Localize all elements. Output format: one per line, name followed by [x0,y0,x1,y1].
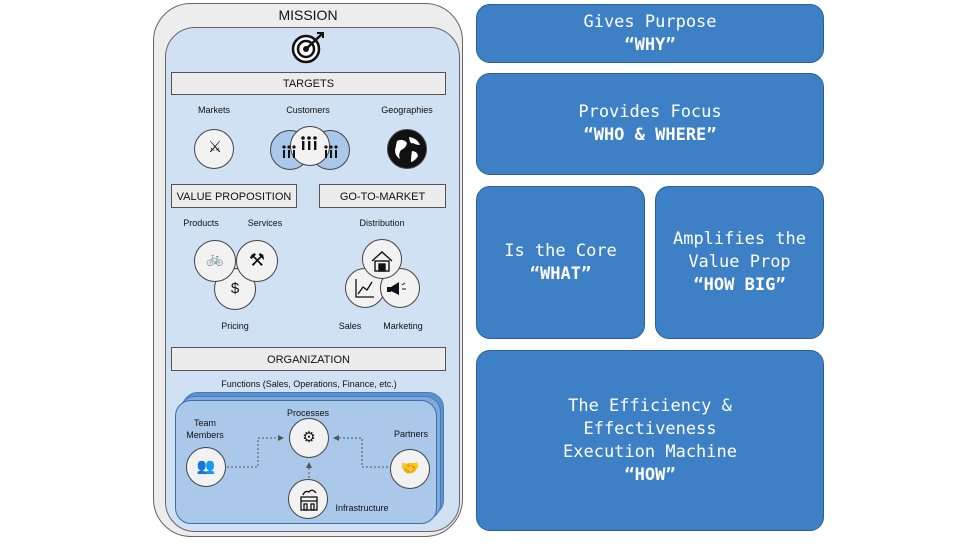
geographies-label: Geographies [381,105,433,115]
infrastructure-label: Infrastructure [335,503,389,513]
how-line1: The Efficiency & [568,395,732,416]
marketing-label: Marketing [383,321,423,331]
how-box: The Efficiency & Effectiveness Execution… [476,350,824,531]
bicycle-icon: 🚲 [206,250,224,266]
megaphone-icon [387,282,406,295]
why-line1: Gives Purpose [583,11,717,32]
handshake-icon: 🤝 [400,460,420,477]
tools-icon: ⚒ [248,250,266,270]
what-line1: Is the Core [504,240,617,261]
why-line2: “WHY” [624,34,676,55]
processes-circle: ⚙ [289,418,329,458]
organization-bar: ORGANIZATION [171,347,446,371]
services-circle: ⚒ [236,240,278,282]
distribution-label: Distribution [359,218,405,228]
team-members-label-line1: Team [193,418,216,428]
what-box: Is the Core “WHAT” [476,186,645,339]
targets-bar: TARGETS [171,72,446,95]
process-icon: ⚙ [302,429,316,446]
markets-label: Markets [197,105,230,115]
sales-label: Sales [338,321,362,331]
services-label: Services [247,218,283,228]
warehouse-icon [371,251,393,272]
where-line2: “WHO & WHERE” [583,125,717,145]
processes-label: Processes [286,408,330,418]
pricing-label: Pricing [221,321,249,331]
how-line3: Execution Machine [563,441,737,462]
team-members-label-line2: Members [186,430,224,440]
products-label: Products [183,218,219,228]
what-line2: “WHAT” [529,263,592,284]
dollar-icon: $ [230,280,240,297]
big-line1: Amplifies the [672,229,807,249]
customers-label: Customers [286,105,330,115]
products-circle: 🚲 [194,240,236,282]
partners-label: Partners [393,429,428,439]
globe-icon [395,137,420,162]
swords-icon: ⚔ [207,139,223,156]
partners-circle: 🤝 [390,449,430,489]
team-icon: 👥 [196,458,216,475]
team-members-circle: 👥 [186,447,226,487]
chart-icon [355,279,374,298]
big-line2: Value Prop [688,252,791,272]
why-box: Gives Purpose “WHY” [476,4,824,63]
how-line4: “HOW” [624,464,676,485]
big-line3: “HOW BIG” [693,275,786,295]
markets-circle: ⚔ [194,129,234,169]
go-to-market-bar: GO-TO-MARKET [319,184,446,208]
where-line1: Provides Focus [578,102,722,122]
functions-label: Functions (Sales, Operations, Finance, e… [221,379,397,389]
mission-title: MISSION [278,7,338,23]
geographies-circle [387,129,427,169]
value-proposition-bar: VALUE PROPOSITION [171,184,297,208]
distribution-circle [362,239,402,279]
who-where-box: Provides Focus “WHO & WHERE” [476,73,824,175]
how-big-box: Amplifies the Value Prop “HOW BIG” [655,186,824,339]
how-line2: Effectiveness [583,418,717,439]
infrastructure-circle [288,479,328,519]
infrastructure-icon [300,489,318,511]
